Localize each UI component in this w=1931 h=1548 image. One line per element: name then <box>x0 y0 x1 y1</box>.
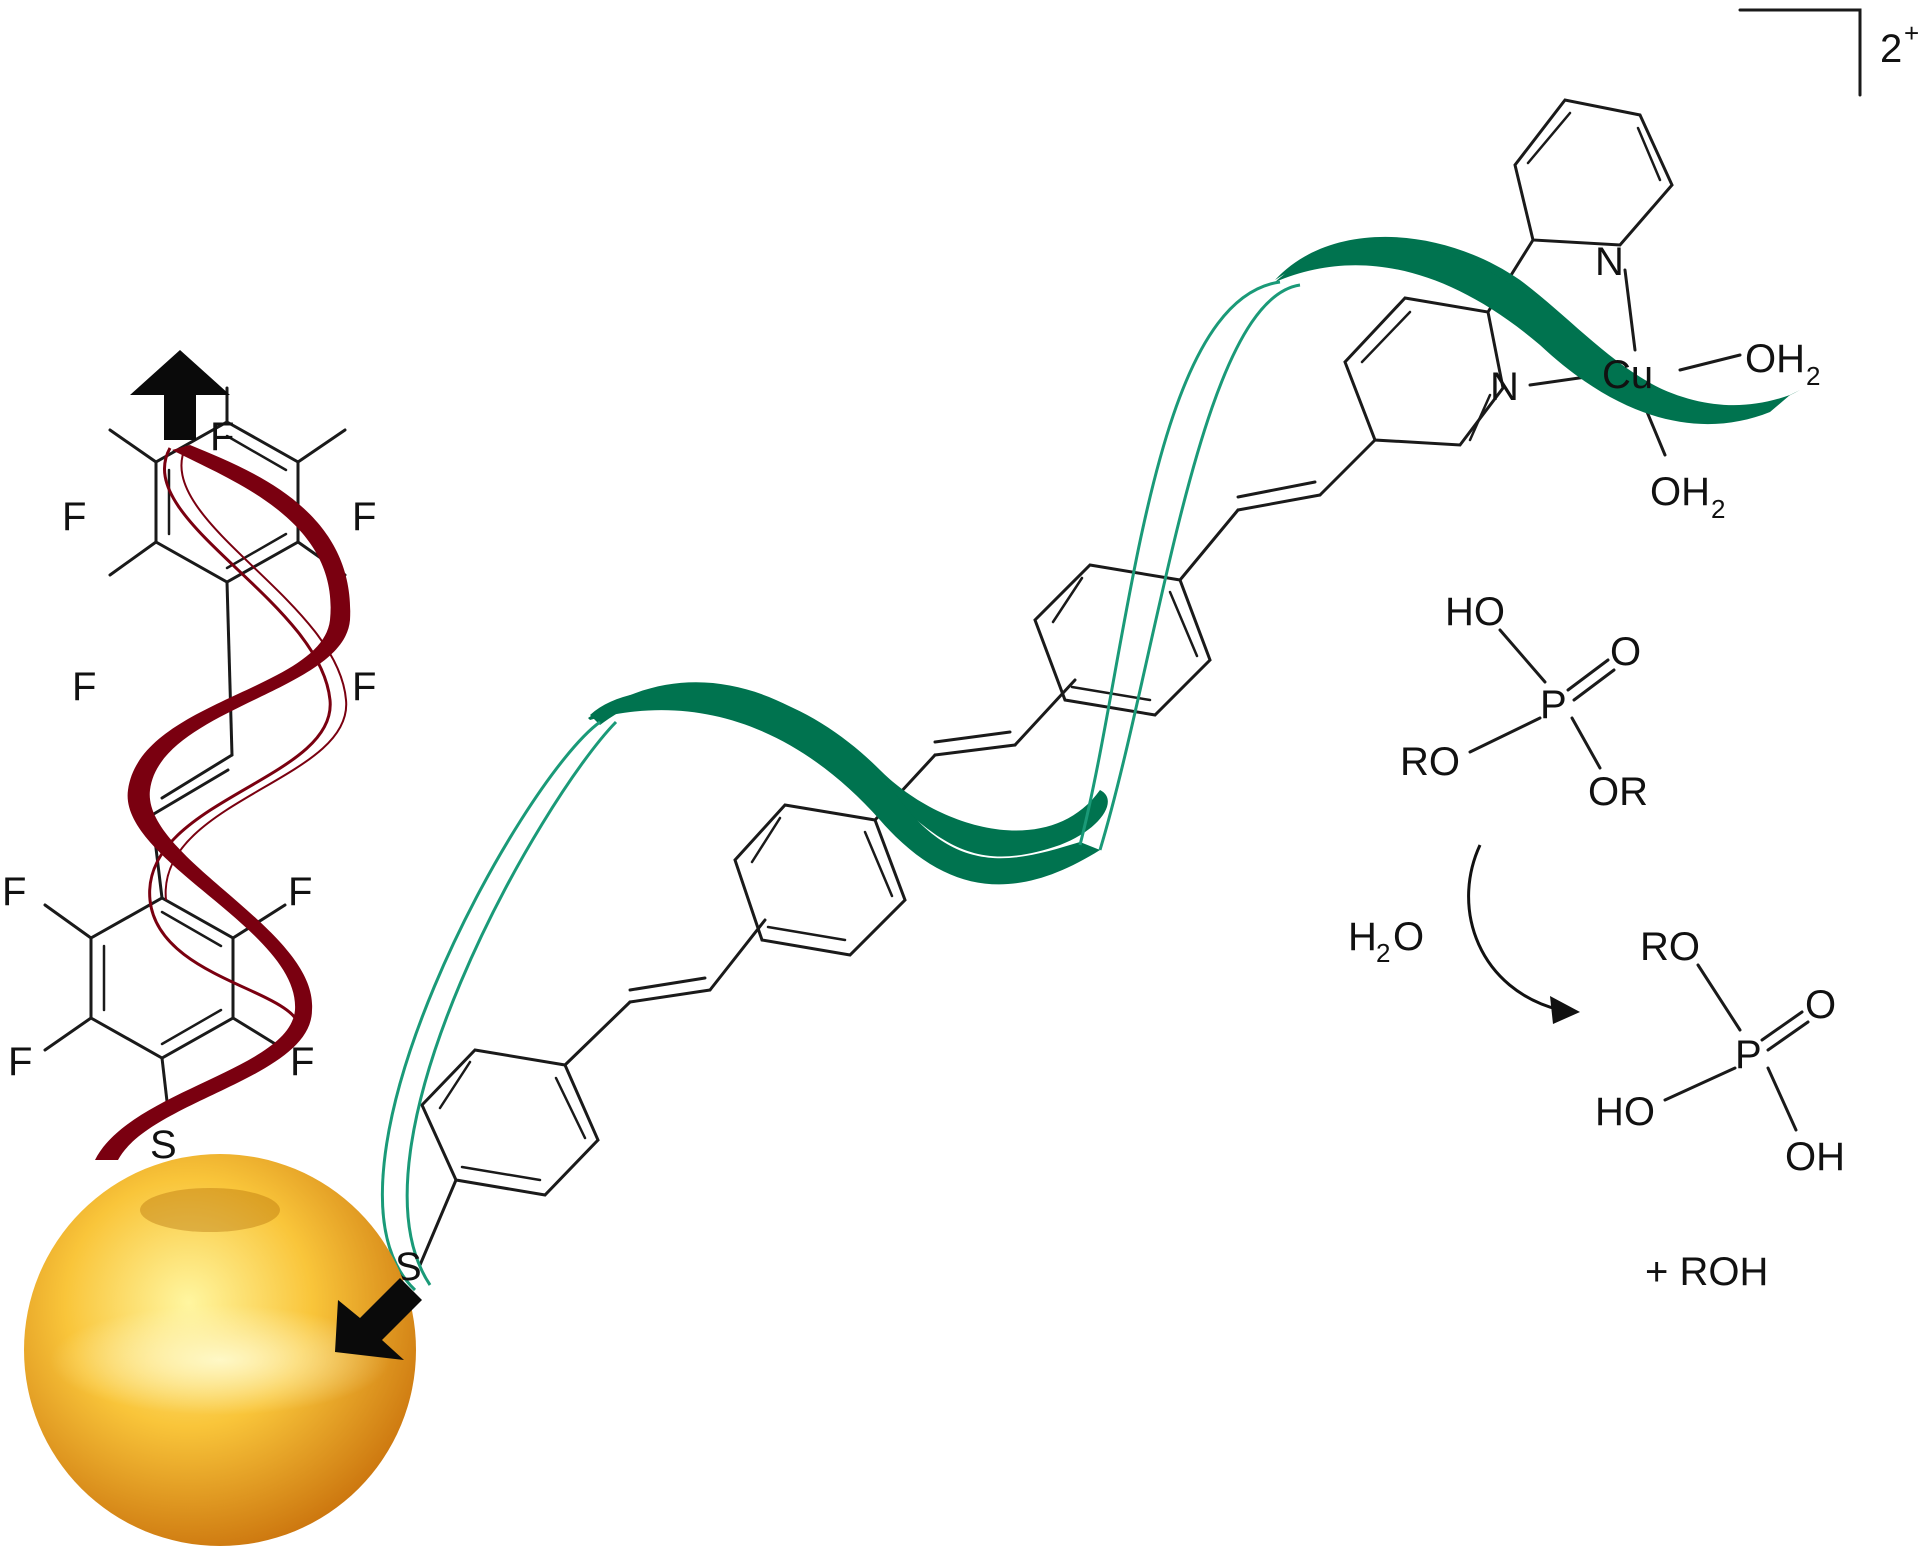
water-suffix: O <box>1393 915 1424 959</box>
alkoxy-label: OR <box>1588 770 1648 814</box>
water-subscript: 2 <box>1376 938 1390 968</box>
f-label: F <box>8 1040 32 1084</box>
oxygen-label: O <box>1805 983 1836 1027</box>
gold-nanoparticle-icon <box>24 1154 416 1546</box>
thick-arrow-down-left-icon <box>335 1278 422 1360</box>
f-label: F <box>62 495 86 539</box>
phosphorus-label: P <box>1735 1033 1762 1077</box>
aqua-prefix: OH <box>1745 337 1805 381</box>
f-label: F <box>72 665 96 709</box>
fluorine-labels: F F F F F F F F F S <box>2 415 376 1167</box>
aqua-ligand-2: OH 2 <box>1650 470 1725 524</box>
f-label: F <box>290 1040 314 1084</box>
f-label: F <box>2 870 26 914</box>
n-label: N <box>1490 365 1519 409</box>
alkoxy-label: RO <box>1400 740 1460 784</box>
aqua-subscript: 2 <box>1806 361 1820 391</box>
charge-sign: + <box>1904 18 1919 48</box>
hydroxyl-label: OH <box>1785 1135 1845 1179</box>
red-helix-ribbon <box>95 445 351 1160</box>
aqua-ligand-1: OH 2 <box>1745 337 1820 391</box>
phosphomonoester-product: RO O P HO OH + ROH <box>1595 925 1845 1294</box>
phosphorus-label: P <box>1540 683 1567 727</box>
charge-value: 2 <box>1880 27 1902 71</box>
f-label: F <box>288 870 312 914</box>
aqua-subscript: 2 <box>1711 494 1725 524</box>
green-helix-ribbon <box>588 236 1800 885</box>
n-label: N <box>1595 240 1624 284</box>
alkoxy-label: RO <box>1640 925 1700 969</box>
s-label: S <box>150 1123 177 1167</box>
water-label: H 2 O <box>1348 915 1424 968</box>
thick-arrow-up-icon <box>130 350 230 440</box>
hydroxyl-label: HO <box>1595 1090 1655 1134</box>
wire-atom-labels: S N N Cu OH 2 OH 2 <box>395 240 1820 1289</box>
charge-bracket: 2 + <box>1738 8 1919 97</box>
f-label: F <box>352 495 376 539</box>
green-helix-threads <box>381 280 1301 1292</box>
curved-reaction-arrow-icon <box>1467 844 1580 1024</box>
f-label: F <box>210 415 234 459</box>
plus-roh-label: + ROH <box>1645 1250 1768 1294</box>
water-prefix: H <box>1348 915 1377 959</box>
oxygen-label: O <box>1610 630 1641 674</box>
phosphodiester-reactant: HO O P RO OR <box>1400 590 1648 814</box>
f-label: F <box>352 665 376 709</box>
hydroxyl-label: HO <box>1445 590 1505 634</box>
aqua-prefix: OH <box>1650 470 1710 514</box>
cu-label: Cu <box>1602 353 1653 397</box>
